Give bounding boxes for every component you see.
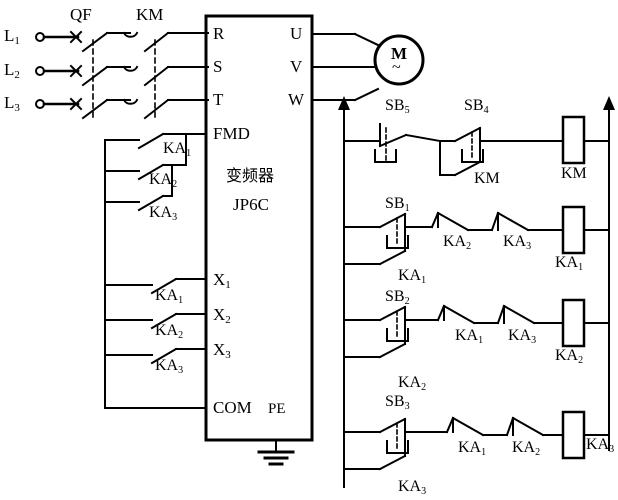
label-qf: QF	[70, 5, 92, 24]
contact-x2-ka2: KA2	[155, 322, 184, 341]
label-sb3: SB3	[385, 393, 410, 412]
label-l1: L1	[4, 26, 20, 47]
label-l2: L2	[4, 60, 20, 81]
contactor-km-main-contacts	[122, 31, 209, 120]
terminal-fmd: FMD	[213, 124, 250, 143]
label-l3: L3	[4, 93, 20, 114]
terminal-com: COM	[213, 398, 252, 417]
rung-ka2-wiring	[343, 298, 610, 359]
label-sb5: SB5	[385, 97, 410, 116]
terminal-x3: X3	[213, 340, 231, 361]
label-km-hold: KM	[474, 170, 500, 187]
supply-line-l1	[35, 30, 83, 44]
coil-ka3-label: KA3	[586, 436, 615, 455]
control-right-rail	[603, 96, 615, 451]
coil-ka1-label: KA1	[555, 254, 584, 273]
motor-feed-wires	[311, 32, 380, 102]
vfd-name-label: 变频器	[226, 166, 275, 185]
terminal-r: R	[213, 24, 225, 43]
contact-fmd-ka3: KA3	[149, 204, 178, 223]
control-left-rail	[338, 96, 350, 488]
label-km-main: KM	[136, 5, 164, 24]
terminal-w: W	[288, 90, 305, 109]
circuit-breaker-qf	[81, 31, 131, 120]
contact-x3-ka3: KA3	[155, 357, 184, 376]
motor-letter: M	[391, 44, 408, 63]
label-ka2-hold: KA2	[398, 374, 427, 393]
earth-ground-symbol	[257, 439, 295, 466]
interlock-ka3-rung1: KA3	[503, 233, 532, 252]
label-ka1-hold: KA1	[398, 267, 427, 286]
contact-x1-ka1: KA1	[155, 287, 184, 306]
contact-fmd-ka1: KA1	[163, 140, 192, 159]
rung-ka3-wiring	[343, 410, 610, 471]
fmd-contact-bank	[104, 132, 207, 409]
motor-symbol	[373, 34, 425, 86]
terminal-x1: X1	[213, 270, 231, 291]
contact-fmd-ka2: KA2	[149, 171, 178, 190]
interlock-ka2-rung1: KA2	[443, 233, 472, 252]
label-sb1: SB1	[385, 195, 410, 214]
coil-km-label: KM	[561, 165, 587, 182]
digital-input-contact-bank	[104, 277, 207, 409]
rung-ka1-wiring	[343, 205, 610, 266]
terminal-x2: X2	[213, 305, 231, 326]
label-sb4: SB4	[464, 97, 489, 116]
terminal-u: U	[290, 24, 303, 43]
vfd-model-label: JP6C	[233, 195, 269, 214]
interlock-ka2-rung3: KA2	[512, 439, 541, 458]
terminal-t: T	[213, 90, 224, 109]
rung-km-wiring	[343, 115, 610, 177]
terminal-v: V	[290, 57, 303, 76]
interlock-ka3-rung2: KA3	[508, 327, 537, 346]
interlock-ka1-rung3: KA1	[458, 439, 487, 458]
terminal-pe: PE	[268, 401, 286, 417]
terminal-s: S	[213, 57, 223, 76]
label-ka3-hold: KA3	[398, 478, 427, 497]
interlock-ka1-rung2: KA1	[455, 327, 484, 346]
supply-line-l2	[35, 64, 83, 78]
supply-line-l3	[35, 97, 83, 111]
coil-ka2-label: KA2	[555, 347, 584, 366]
motor-ac-mark: ~	[392, 59, 401, 76]
label-sb2: SB2	[385, 288, 410, 307]
